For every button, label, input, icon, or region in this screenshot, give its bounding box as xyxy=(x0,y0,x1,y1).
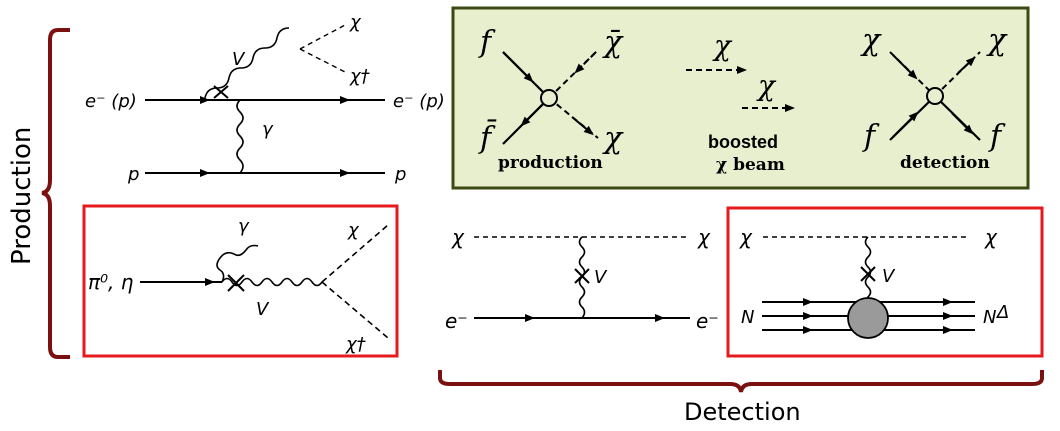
panel-beam-chi2: χ xyxy=(756,69,777,102)
diagB-chibar-label: χ† xyxy=(345,334,367,355)
panel-boosted-label: boosted xyxy=(708,132,778,152)
diagA-boson-label: V xyxy=(232,49,246,70)
diagB-in-label: π⁰, η xyxy=(88,270,134,294)
diagC-chi-in: χ xyxy=(451,225,465,249)
diagD-boson-label: V xyxy=(882,266,896,287)
detection-label: Detection xyxy=(684,398,801,426)
diagD-delta-out: Δ xyxy=(995,302,1009,323)
panel-detection-vertex xyxy=(889,51,981,141)
panel-chi-out: χ xyxy=(602,121,624,156)
diagC-e-in: e⁻ xyxy=(445,309,468,333)
diagC-chi-out: χ xyxy=(697,225,711,249)
production-brace xyxy=(41,28,70,359)
panel-production-vertex xyxy=(502,49,599,145)
diagA-photon-label: γ xyxy=(262,119,274,140)
diagC-e-out: e⁻ xyxy=(696,309,719,333)
diagD-n-out: N xyxy=(983,307,996,328)
diagram-electron-scattering xyxy=(474,236,690,322)
diagC-boson-label: V xyxy=(594,267,608,288)
detection-brace xyxy=(438,370,1044,393)
diagA-chi-label: χ xyxy=(349,12,362,33)
diagram-electron-bremsstrahlung xyxy=(145,24,385,177)
diagA-chibar-label: χ† xyxy=(349,66,371,87)
panel-production-label: production xyxy=(498,153,603,173)
diagB-photon-label: γ xyxy=(238,216,250,237)
panel-det-chi-in: χ xyxy=(860,23,882,58)
diagB-boson-label: V xyxy=(256,299,270,320)
diagD-chi-out: χ xyxy=(984,225,998,249)
diagA-proton-in: p xyxy=(127,164,139,185)
panel-beam-chi1: χ xyxy=(712,29,733,62)
diagA-in-label: e⁻ (p) xyxy=(85,91,137,112)
panel-chibar-out: χ̄ xyxy=(602,25,624,60)
diagB-chi-label: χ xyxy=(347,220,360,241)
panel-det-chi-out: χ xyxy=(986,23,1008,58)
meson-decay-highlight-box xyxy=(82,204,399,358)
nucleon-scattering-highlight-box xyxy=(726,206,1044,358)
diagA-proton-out: p xyxy=(394,164,406,185)
diagram-nucleon-scattering xyxy=(762,236,975,339)
diagD-n-in: N xyxy=(741,307,754,328)
panel-beam-label: χ beam xyxy=(716,155,785,175)
hadronic-blob xyxy=(847,297,889,339)
diagA-out-label: e⁻ (p) xyxy=(393,91,445,112)
panel-detection-label: detection xyxy=(900,153,990,173)
panel-boosted-beam xyxy=(686,66,795,112)
diagram-meson-decay xyxy=(140,224,389,339)
production-label: Production xyxy=(7,127,37,265)
diagD-chi-in: χ xyxy=(739,225,753,249)
